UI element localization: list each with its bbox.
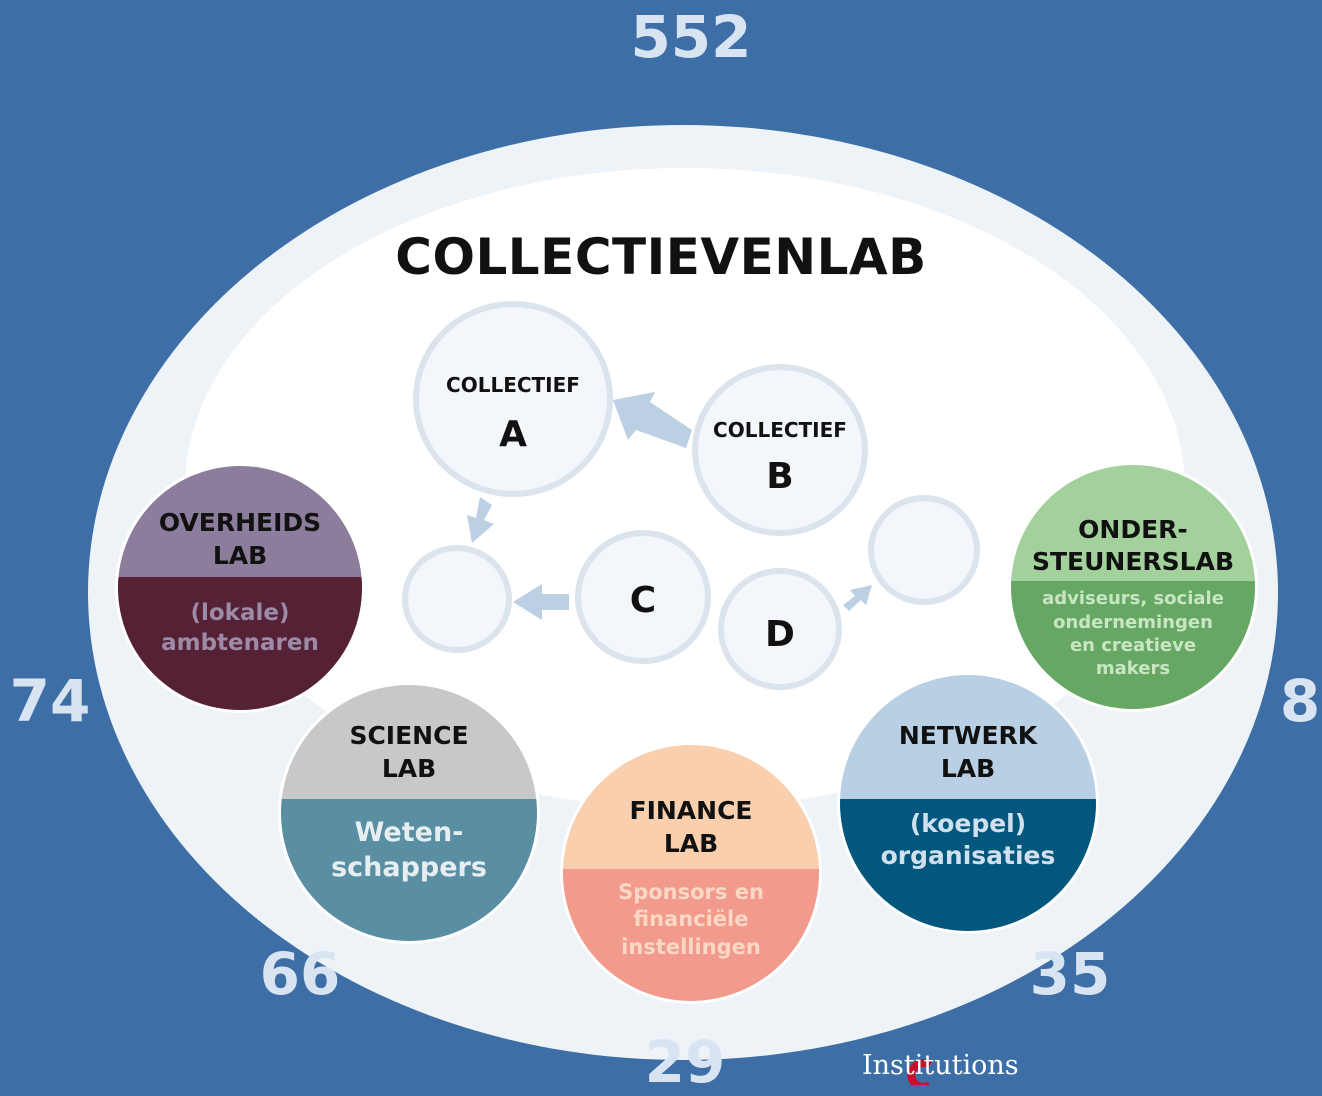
collectief-a-circle: COLLECTIEF A [413,301,613,497]
count-bottom: 29 [644,1028,726,1096]
finance-lab-header: FINANCE LAB [563,745,819,875]
institutions-logo-text: Institutions [862,1050,1019,1081]
finance-lab: FINANCE LAB Sponsors en financiële inste… [560,742,822,1004]
netwerk-lab-body: (koepel) organisaties [840,799,1096,931]
arrow-c-to-empty [513,584,569,620]
netwerk-lab-subtitle: (koepel) organisaties [880,808,1056,871]
netwerk-lab: NETWERK LAB (koepel) organisaties [837,672,1099,934]
collective-empty-circle-left [402,545,512,653]
diagram-title: COLLECTIEVENLAB [395,228,927,286]
overheids-lab: OVERHEIDS LAB (lokale) ambtenaren [115,463,365,713]
ondersteuners-lab-subtitle: adviseurs, sociale ondernemingen en crea… [1042,588,1224,680]
count-bottom-right: 35 [1029,940,1111,1008]
science-lab-subtitle: Weten- schappers [331,816,487,883]
collective-c-letter: C [629,580,657,621]
collective-empty-circle-right [868,495,980,605]
science-lab-body: Weten- schappers [281,799,537,941]
collective-d-circle: D [718,568,842,690]
netwerk-lab-title: NETWERK LAB [898,721,1038,783]
collective-c-circle: C [575,530,711,664]
count-top: 552 [630,3,752,71]
collectief-a-label: COLLECTIEF [446,373,580,397]
collectief-b-label: COLLECTIEF [713,418,847,442]
collectief-b-circle: COLLECTIEF B [692,364,868,536]
arrow-d-to-empty [843,585,872,611]
ondersteuners-lab-header: ONDER- STEUNERSLAB [1011,465,1255,587]
ondersteuners-lab-title: ONDER- STEUNERSLAB [1031,514,1235,577]
science-lab-header: SCIENCE LAB [281,685,537,805]
arrow-a-to-empty [467,497,494,543]
arrow-b-to-a [613,392,692,448]
overheids-lab-header: OVERHEIDS LAB [118,466,362,583]
overheids-lab-subtitle: (lokale) ambtenaren [161,599,319,656]
finance-lab-subtitle: Sponsors en financiële instellingen [618,880,764,959]
overheids-lab-title: OVERHEIDS LAB [158,508,322,570]
count-left: 74 [9,667,91,735]
finance-lab-body: Sponsors en financiële instellingen [563,869,819,1001]
collectief-a-letter: A [499,414,527,455]
institutions-logo-icon [907,1059,933,1085]
science-lab-title: SCIENCE LAB [349,721,469,783]
ondersteuners-lab: ONDER- STEUNERSLAB adviseurs, sociale on… [1008,462,1258,712]
count-bottom-left: 66 [259,940,341,1008]
collectief-b-letter: B [766,456,794,497]
collective-d-letter: D [765,614,795,655]
science-lab: SCIENCE LAB Weten- schappers [278,682,540,944]
count-right: 8 [1279,667,1321,735]
ondersteuners-lab-body: adviseurs, sociale ondernemingen en crea… [1011,581,1255,709]
finance-lab-title: FINANCE LAB [629,796,753,858]
